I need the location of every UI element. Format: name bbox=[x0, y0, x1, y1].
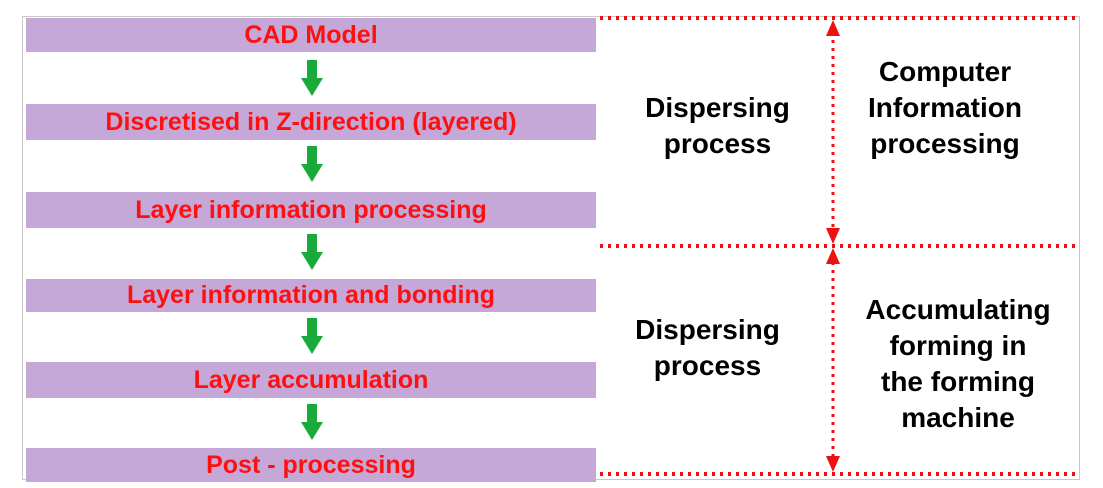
step-label: Layer information processing bbox=[135, 195, 487, 224]
upper-right-label: Computer Information processing bbox=[845, 54, 1045, 162]
label-line: processing bbox=[870, 128, 1020, 159]
label-line: forming in bbox=[889, 330, 1027, 361]
label-line: process bbox=[663, 128, 772, 159]
arrowhead-up-icon bbox=[826, 248, 840, 264]
down-arrow-icon bbox=[301, 234, 323, 270]
lower-left-label: Dispersing process bbox=[610, 312, 805, 384]
label-line: Accumulating bbox=[865, 294, 1051, 325]
upper-left-label: Dispersing process bbox=[620, 90, 815, 162]
step-label: Post - processing bbox=[206, 450, 416, 479]
label-line: the forming bbox=[881, 366, 1035, 397]
step-label: Discretised in Z-direction (layered) bbox=[105, 107, 517, 136]
step-label: CAD Model bbox=[244, 20, 378, 49]
label-line: Dispersing bbox=[645, 92, 790, 123]
step-layer-info-processing: Layer information processing bbox=[26, 192, 596, 228]
label-line: process bbox=[653, 350, 762, 381]
label-line: Information bbox=[868, 92, 1022, 123]
label-line: Computer bbox=[878, 56, 1012, 87]
arrowhead-down-icon bbox=[826, 228, 840, 244]
step-layer-info-bonding: Layer information and bonding bbox=[26, 279, 596, 312]
step-cad-model: CAD Model bbox=[26, 18, 596, 52]
arrowhead-up-icon bbox=[826, 20, 840, 36]
label-line: machine bbox=[901, 402, 1015, 433]
step-layer-accumulation: Layer accumulation bbox=[26, 362, 596, 398]
step-discretised: Discretised in Z-direction (layered) bbox=[26, 104, 596, 140]
down-arrow-icon bbox=[301, 404, 323, 440]
down-arrow-icon bbox=[301, 60, 323, 96]
diagram-frame bbox=[22, 16, 1080, 480]
down-arrow-icon bbox=[301, 146, 323, 182]
arrowhead-down-icon bbox=[826, 456, 840, 472]
step-post-processing: Post - processing bbox=[26, 448, 596, 482]
step-label: Layer accumulation bbox=[193, 365, 429, 394]
label-line: Dispersing bbox=[635, 314, 780, 345]
down-arrow-icon bbox=[301, 318, 323, 354]
lower-right-label: Accumulating forming in the forming mach… bbox=[843, 292, 1073, 436]
step-label: Layer information and bonding bbox=[126, 281, 496, 309]
